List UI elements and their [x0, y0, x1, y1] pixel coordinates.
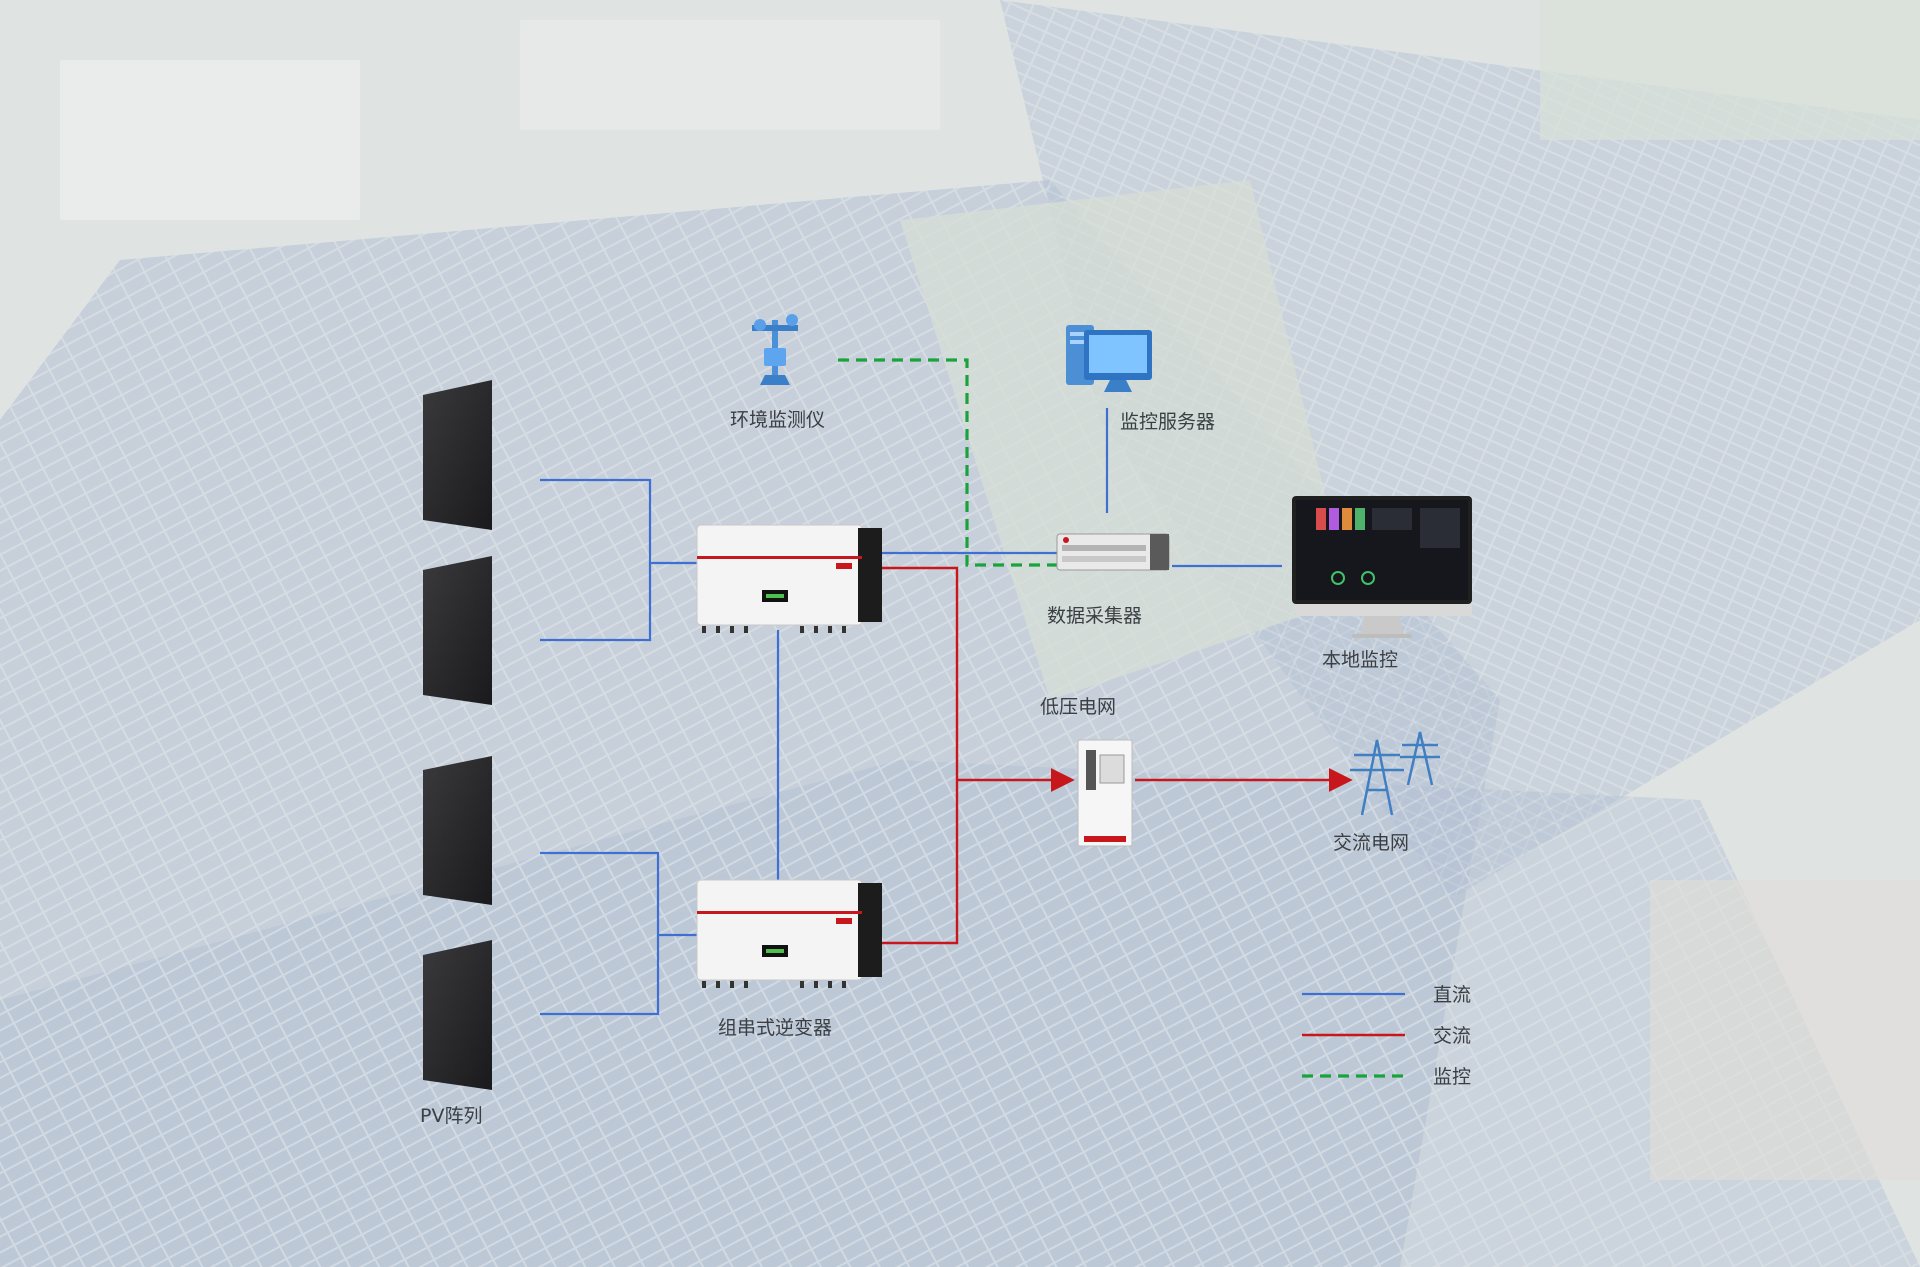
- ac-grid-tower-icon: [1350, 731, 1440, 816]
- lv-grid-cabinet-icon: [1077, 739, 1133, 847]
- label-ac-grid: 交流电网: [1333, 832, 1409, 854]
- label-monitor-server: 监控服务器: [1120, 411, 1215, 433]
- monitor-line-env: [838, 358, 1060, 567]
- monitor-server-icon: [1066, 325, 1152, 392]
- label-local-monitor: 本地监控: [1322, 649, 1398, 671]
- env-monitor-icon: [752, 314, 798, 385]
- pv-panel-4: [423, 940, 492, 1090]
- ac-line-inverter1: [880, 566, 959, 945]
- pv-array: [423, 380, 492, 1090]
- label-string-inverter: 组串式逆变器: [718, 1017, 832, 1039]
- pv-panel-2: [423, 556, 492, 705]
- dc-line-pv2: [540, 563, 652, 642]
- dc-line-pv3: [540, 851, 700, 937]
- pv-panel-1: [423, 380, 492, 530]
- legend-monitor-label: 监控: [1433, 1066, 1471, 1088]
- label-lv-grid: 低压电网: [1040, 696, 1116, 718]
- ac-lines: [880, 566, 1405, 1037]
- monitor-lines: [838, 358, 1405, 1078]
- dc-line-pv4: [540, 935, 660, 1016]
- legend-ac-label: 交流: [1433, 1025, 1471, 1047]
- data-collector-icon: [1056, 533, 1170, 571]
- legend: 直流 交流 监控: [1433, 984, 1471, 1088]
- string-inverter-2: [696, 879, 882, 988]
- pv-panel-3: [423, 756, 492, 905]
- label-pv-array: PV阵列: [420, 1105, 482, 1127]
- label-data-collector: 数据采集器: [1047, 605, 1142, 627]
- dc-lines: [540, 408, 1405, 1016]
- dc-line-pv1: [540, 478, 700, 565]
- local-monitor-icon: [1292, 496, 1472, 638]
- labels: 环境监测仪 监控服务器 数据采集器 本地监控 低压电网 交流电网 组串式逆变器 …: [420, 409, 1409, 1127]
- legend-dc-label: 直流: [1433, 984, 1471, 1006]
- label-env-monitor: 环境监测仪: [730, 409, 825, 431]
- string-inverter-1: [696, 524, 882, 633]
